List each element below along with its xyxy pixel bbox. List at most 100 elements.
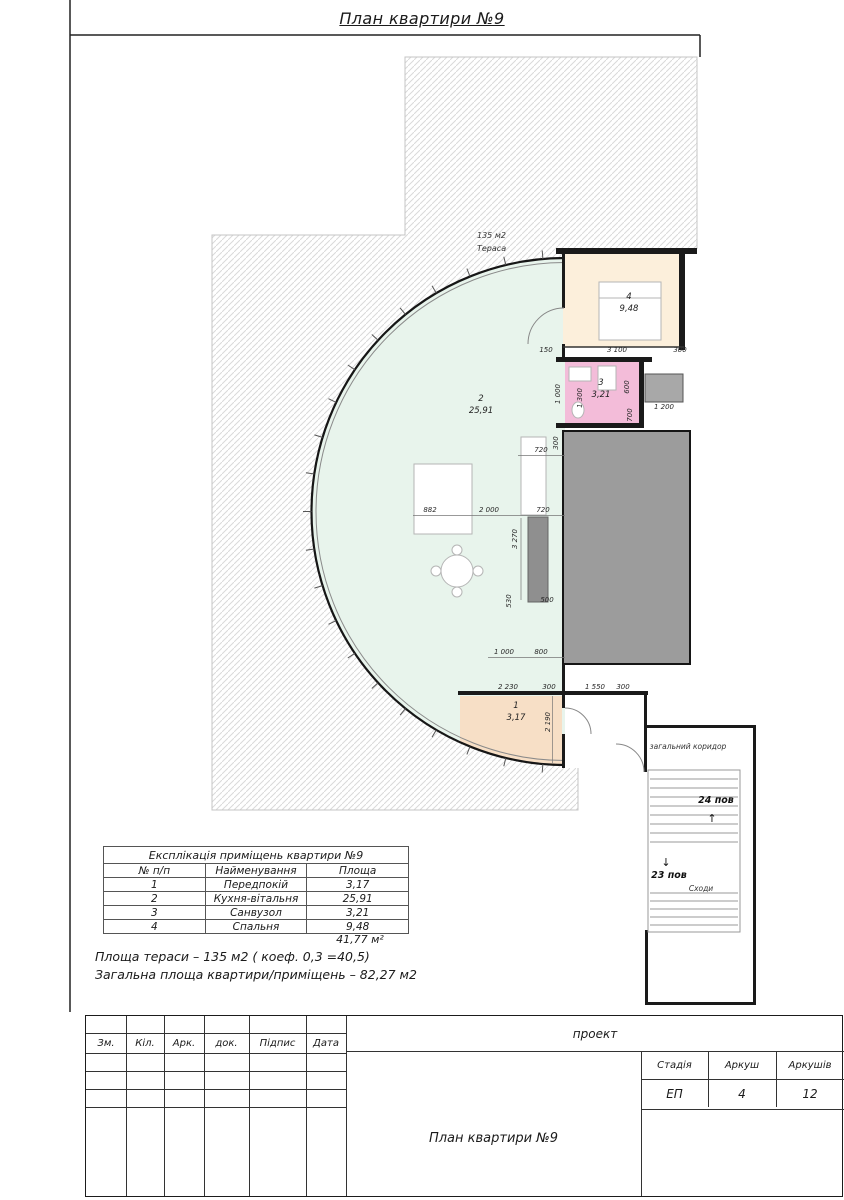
- dimension-label: 2 000: [479, 506, 500, 514]
- room-name-cell: Передпокій: [204, 877, 308, 892]
- arc-window-tick: [371, 334, 379, 341]
- chair-symbol: [472, 565, 484, 577]
- arc-window-tick: [328, 398, 337, 403]
- floor-down-label: 23 пов: [651, 870, 687, 881]
- stamp-divider: [86, 1089, 346, 1090]
- stamp-divider: [164, 1016, 165, 1196]
- column-header: Найменування: [204, 863, 308, 878]
- stamp-divider: [126, 1016, 127, 1196]
- sheets-label: Аркушів: [788, 1059, 832, 1071]
- floor-plan: 135 м2 Тераса 2 25,91 4 9,48 3 3,21 1 3,…: [69, 0, 756, 1012]
- note-terrace: Площа тераси – 135 м2 ( коеф. 0,3 =40,5): [95, 949, 370, 964]
- dimension-label: 300: [673, 346, 687, 354]
- room-number: 3: [598, 378, 603, 388]
- stairs-label: Сходи: [689, 884, 713, 893]
- room-area-cell: 3,21: [306, 905, 409, 920]
- arc-window-tick: [541, 763, 544, 773]
- col-label-pidpys: Підпис: [259, 1037, 296, 1049]
- room-num-cell: 4: [103, 919, 206, 934]
- table-row: 1 Передпокій 3,17: [103, 877, 409, 892]
- arc-wall-inner-line: [315, 262, 566, 761]
- terrace-area-label: 135 м2: [477, 231, 506, 240]
- wall: [679, 248, 685, 350]
- room-area-cell: 25,91: [306, 891, 409, 906]
- sheet-label: Аркуш: [724, 1059, 760, 1071]
- floor-up-label: 24 пов: [698, 795, 734, 806]
- arc-window-tick: [314, 434, 323, 438]
- arc-window-tick: [328, 620, 337, 625]
- kitchen-block: [527, 516, 549, 603]
- wall: [562, 664, 565, 708]
- terrace-name-label: Тераса: [477, 244, 506, 253]
- wall: [644, 691, 647, 772]
- dimension-label: 2 190: [544, 711, 552, 732]
- door-arc: [564, 707, 592, 735]
- stamp-divider: [641, 1109, 844, 1110]
- room-number: 4: [626, 292, 631, 302]
- arc-window-tick: [466, 268, 471, 277]
- wc-symbol: [571, 401, 585, 419]
- project-label: проект: [572, 1026, 618, 1041]
- wall: [639, 357, 644, 428]
- wall: [562, 248, 565, 308]
- doors: [527, 307, 645, 773]
- arrow-up-icon: ↑: [707, 812, 716, 825]
- arc-window-tick: [541, 250, 544, 260]
- kitchen-counter: [520, 436, 547, 516]
- stamp-divider: [306, 1016, 307, 1196]
- dimension-label: 1 550: [585, 683, 606, 691]
- stamp-divider: [86, 1053, 346, 1054]
- arc-window-tick: [466, 746, 471, 755]
- table-row: 4 Спальня 9,48: [103, 919, 409, 934]
- notes: Площа тераси – 135 м2 ( коеф. 0,3 =40,5)…: [95, 948, 417, 984]
- arc-window-tick: [431, 729, 437, 738]
- building-core: [562, 430, 691, 665]
- dimension-label: 800: [534, 648, 548, 656]
- dimension-label: 300: [552, 436, 560, 450]
- dimension-label: 500: [540, 596, 554, 604]
- dimension-label: 2 230: [498, 683, 519, 691]
- dimension-label: 3 270: [511, 528, 519, 549]
- dimension-label: 530: [505, 594, 513, 608]
- room-name-cell: Кухня-вітальня: [204, 891, 308, 906]
- arc-window-tick: [347, 652, 356, 659]
- room-area-cell: 9,48: [306, 919, 409, 934]
- dimension-label: 3 100: [607, 346, 628, 354]
- column-header: № п/п: [103, 863, 206, 878]
- wall: [753, 725, 756, 1005]
- explication-title: Експлікація приміщень квартири №9: [103, 846, 409, 864]
- col-label-ark: Арк.: [172, 1037, 196, 1049]
- room-num-cell: 3: [103, 905, 206, 920]
- arc-window-tick: [305, 472, 315, 475]
- sheets-value: 12: [802, 1087, 818, 1101]
- wall: [556, 357, 652, 362]
- stamp-divider: [641, 1051, 642, 1196]
- door-arc: [527, 307, 565, 345]
- explication-table: Експлікація приміщень квартири №9 № п/п …: [103, 846, 409, 934]
- chair-symbol: [451, 544, 463, 556]
- dimension-label: 1 000: [554, 383, 562, 404]
- arc-window-tick: [399, 307, 406, 315]
- door-arc: [615, 743, 645, 773]
- page-title: План квартири №9: [339, 9, 505, 28]
- dimension-label: 300: [616, 683, 630, 691]
- bed-symbol: [598, 281, 662, 341]
- dimension-label: 720: [536, 506, 550, 514]
- room-area-label: 9,48: [620, 304, 640, 314]
- dimension-label: 720: [534, 446, 548, 454]
- wall: [556, 423, 644, 428]
- room-name-cell: Спальня: [204, 919, 308, 934]
- arrow-down-icon: ↓: [661, 856, 670, 869]
- column-header: Площа: [306, 863, 409, 878]
- wall: [458, 691, 648, 695]
- note-total: Загальна площа квартири/приміщень – 82,2…: [95, 967, 417, 982]
- sheet-value: 4: [738, 1087, 746, 1101]
- stamp-divider: [204, 1016, 205, 1196]
- wall: [556, 248, 697, 254]
- arc-window-tick: [503, 757, 507, 767]
- chair-symbol: [451, 586, 463, 598]
- stamp-divider: [249, 1016, 250, 1196]
- sink-symbol: [568, 366, 592, 382]
- arc-wall: [310, 256, 566, 767]
